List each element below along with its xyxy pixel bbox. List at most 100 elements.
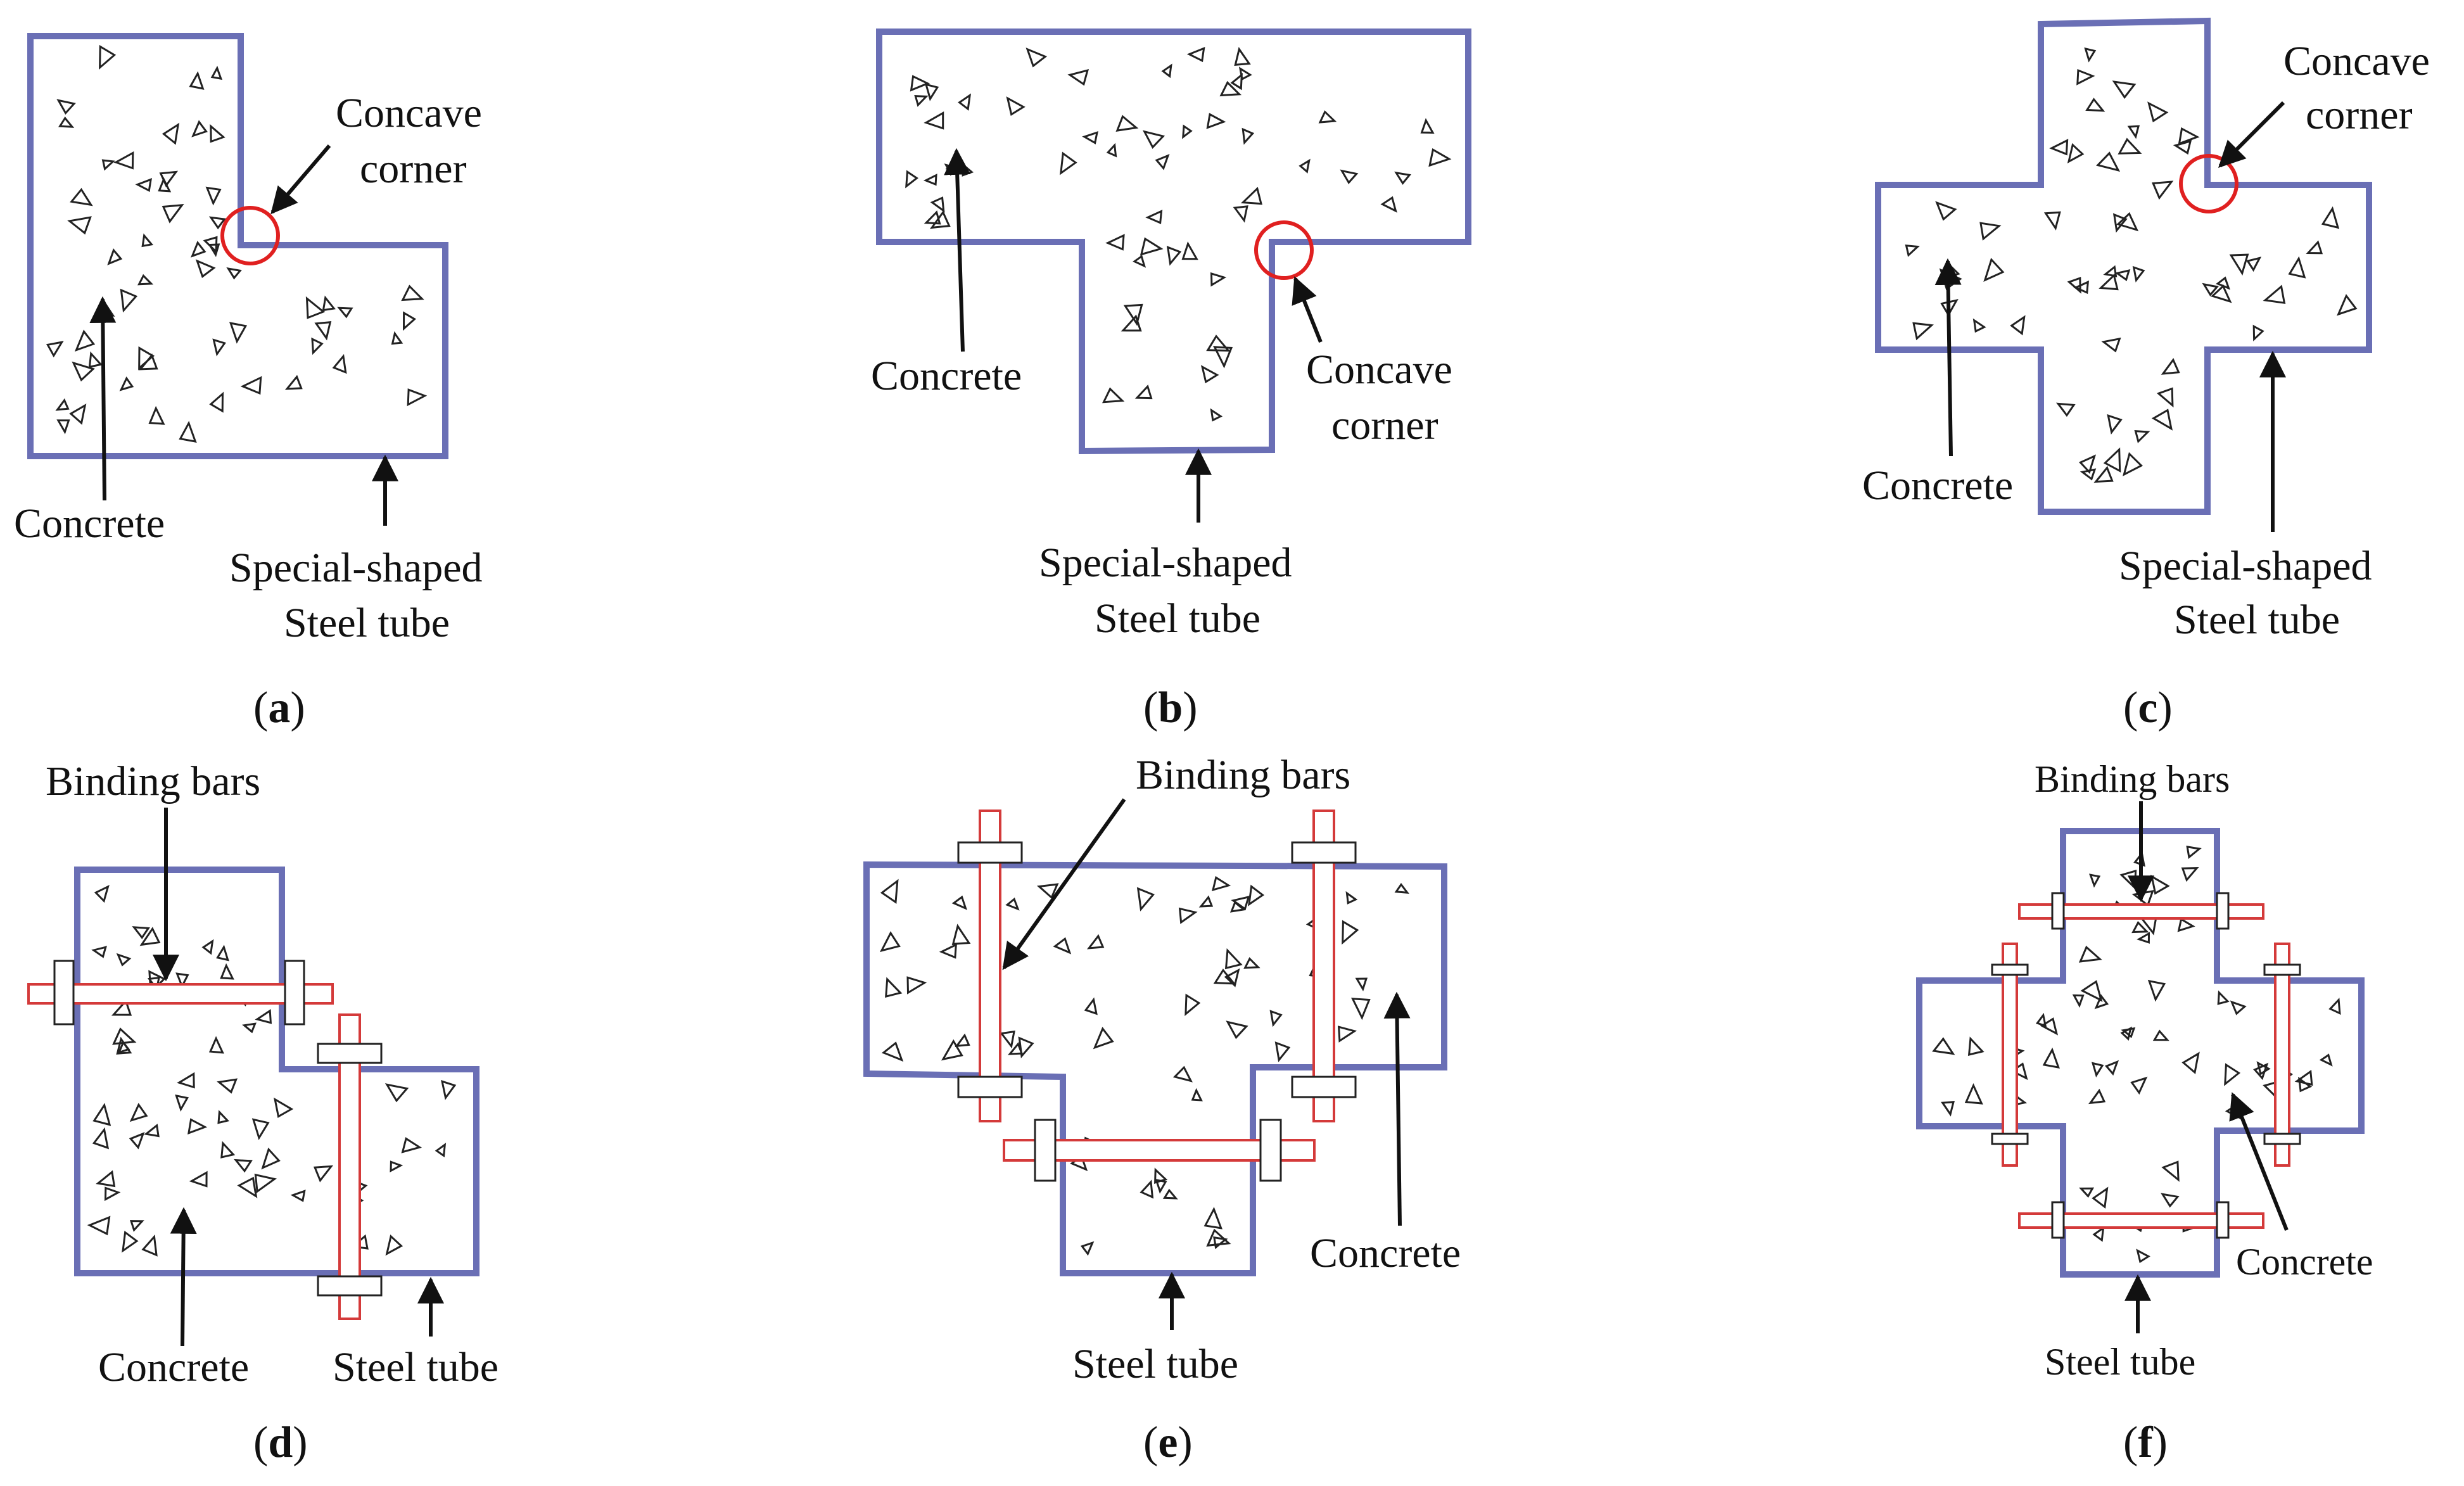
aggregate-particle [69,403,87,425]
aggregate-particle [941,1039,963,1061]
panel-c: Concave corner Concrete Special-shaped S… [1862,17,2430,732]
steel-tube-label: Steel tube [1072,1341,1238,1387]
aggregate-particle [1394,882,1409,894]
aggregate-particle [879,931,901,953]
aggregate-particle [951,924,971,945]
aggregate-particle [1086,934,1105,949]
steel-tube-label: Steel tube [2045,1341,2195,1383]
panel-e: Binding bars Concrete Steel tube (e) [863,752,1461,1467]
aggregate-particle [132,926,150,939]
aggregate-particle [2118,137,2142,155]
aggregate-particle [332,353,347,374]
aggregate-particle [2177,917,2195,932]
aggregate-particle [2092,1186,2109,1209]
aggregate-particle [1155,154,1170,170]
bar-end-plate [284,960,305,1026]
aggregate-particle [2088,1088,2106,1105]
aggregate-particle [87,1216,111,1236]
binding-bar [2002,943,2018,1167]
tube-label-line1: Special-shaped [1039,540,1292,586]
aggregate-particle [1186,46,1205,63]
concrete-label: Concrete [98,1344,249,1390]
aggregate-particle [139,927,161,946]
aggregate-particle [1121,314,1142,332]
aggregate-particle [129,1103,148,1122]
aggregate-particle [2096,151,2121,172]
bar-end-plate [2216,892,2230,930]
aggregate-particle [2094,994,2109,1010]
aggregate-particle [104,1186,121,1202]
aggregate-particle [2246,257,2262,272]
aggregate-particle [107,248,123,265]
aggregate-particle [242,1022,257,1034]
aggregate-particle [1247,884,1265,906]
aggregate-particle [2147,101,2169,123]
aggregate-particle [2134,429,2150,443]
concrete-arrow [170,1207,197,1347]
steel-tube-outline [1875,17,2372,515]
aggregate-particle [1420,118,1435,134]
aggregate-particle [2181,1051,2200,1074]
aggregate-particle [1342,920,1359,945]
concrete-aggregate [1932,846,2341,1264]
aggregate-particle [2294,1069,2313,1086]
aggregate-particle [2130,1076,2148,1095]
aggregate-particle [2091,1062,2104,1078]
aggregate-particle [2078,454,2097,474]
bar-end-plate [1991,1133,2029,1145]
aggregate-particle [210,124,225,143]
aggregate-particle [58,116,75,128]
aggregate-particle [251,1118,270,1141]
aggregate-particle [924,83,939,101]
aggregate-particle [1059,151,1077,175]
aggregate-particle [1172,1065,1193,1083]
binding-bars-label: Binding bars [46,758,260,804]
aggregate-particle [435,1143,447,1158]
concrete-arrow [1383,991,1411,1226]
aggregate-particle [175,972,189,989]
aggregate-particle [1000,1030,1015,1049]
concave-label-line2: corner [1331,402,1438,448]
aggregate-particle [116,953,132,967]
aggregate-particle [1134,384,1153,400]
aggregate-particle [129,1220,144,1232]
aggregate-particle [210,65,223,80]
aggregate-particle [216,944,229,962]
aggregate-particle [1084,997,1098,1015]
aggregate-particle [384,1083,409,1103]
aggregate-particle [951,895,967,910]
aggregate-particle [1154,1167,1168,1184]
aggregate-particle [1181,241,1198,260]
aggregate-particle [201,939,214,955]
aggregate-particle [2181,867,2199,882]
aggregate-particle [930,196,945,213]
aggregate-particle [2040,1017,2059,1036]
aggregate-particle [1226,1020,1248,1039]
aggregate-particle [1380,196,1397,213]
aggregate-particle [1206,334,1231,352]
aggregate-particle [175,1094,189,1112]
aggregate-particle [2161,358,2180,375]
aggregate-particle [2152,1029,2169,1041]
steel-tube-outline [876,29,1471,455]
panel-caption-a: (a) [253,683,305,732]
binding-bar-arrow [1002,798,1126,970]
concrete-label: Concrete [14,500,165,547]
aggregate-particle [2156,387,2174,408]
aggregate-particle [2080,980,2103,1002]
aggregate-particle [1967,1036,1985,1056]
aggregate-particle [1219,80,1242,97]
aggregate-particle [910,75,930,92]
aggregate-particle [2151,409,2173,431]
bar-end-plate [2216,1201,2230,1239]
aggregate-particle [1211,876,1231,892]
aggregate-particle [1337,1026,1357,1043]
steel-tube-outline [27,33,448,459]
aggregate-particle [208,243,220,257]
aggregate-particle [1972,318,1986,333]
aggregate-particle [906,976,927,994]
aggregate-particle [2319,1053,2333,1067]
bar-end-plate [2263,963,2301,976]
aggregate-particle [148,405,165,425]
aggregate-particle [2336,294,2358,316]
